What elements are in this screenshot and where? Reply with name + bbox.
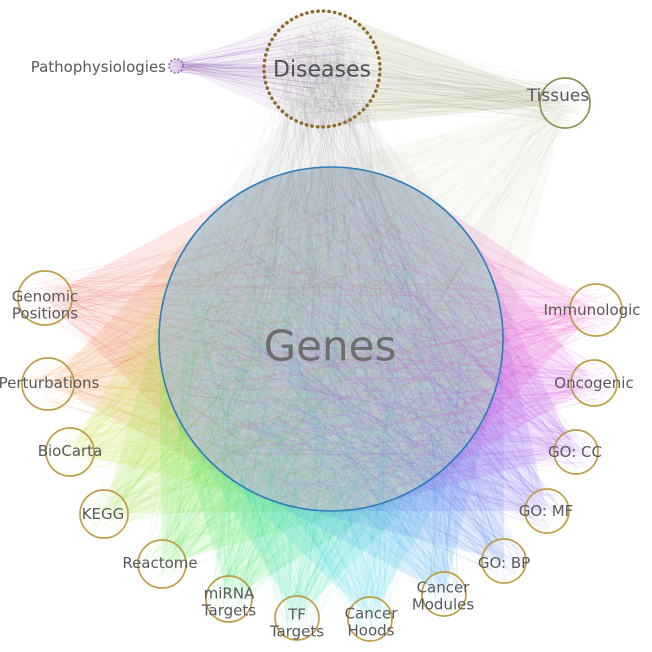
edge-cap xyxy=(288,338,504,561)
edge-cap xyxy=(210,423,481,619)
label-perturbations: Perturbations xyxy=(0,374,100,392)
node-oncogenic[interactable] xyxy=(570,359,618,407)
edge-cap xyxy=(183,427,454,618)
edge-perturbations-genes xyxy=(27,175,494,505)
node-genomic-positions[interactable] xyxy=(17,270,73,326)
node-go-bp[interactable] xyxy=(481,538,527,584)
edge-diseases-diseases xyxy=(267,14,374,122)
label-reactome: Reactome xyxy=(122,554,197,572)
edge-genomic-positions-genes xyxy=(25,179,491,491)
label-go-mf: GO: MF xyxy=(519,502,574,520)
node-pathophysiologies[interactable] xyxy=(168,58,184,74)
node-reactome[interactable] xyxy=(137,539,187,589)
label-oncogenic: Oncogenic xyxy=(554,374,633,392)
edge-immunologic-genes xyxy=(178,196,618,501)
label-genes: Genes xyxy=(264,322,397,371)
edge-cap xyxy=(375,264,576,506)
node-go-cc[interactable] xyxy=(553,429,599,475)
edge-wash xyxy=(264,11,565,127)
label-go-cc: GO: CC xyxy=(548,443,602,461)
edge-cap xyxy=(166,388,419,599)
label-kegg: KEGG xyxy=(82,505,125,523)
edge-cap xyxy=(159,341,377,564)
label-pathophysiologies: Pathophysiologies xyxy=(31,58,166,76)
label-immunologic: Immunologic xyxy=(543,301,640,319)
edge-diseases-genes xyxy=(169,20,496,501)
label-go-bp: GO: BP xyxy=(478,554,530,572)
edge-cap xyxy=(104,293,334,514)
edge-reactome-genes xyxy=(143,189,488,583)
edge-tf-targets-genes xyxy=(172,178,496,635)
node-tf-targets[interactable] xyxy=(274,595,320,641)
edge-pathophysiologies-diseases xyxy=(170,15,375,122)
edge-mirna-targets-genes xyxy=(166,179,485,617)
node-biocarta[interactable] xyxy=(45,427,95,477)
node-go-mf[interactable] xyxy=(524,488,570,534)
edge-cancer-modules-genes xyxy=(186,206,498,612)
edge-cap xyxy=(250,381,498,594)
node-immunologic[interactable] xyxy=(569,283,623,337)
edge-cap xyxy=(427,196,596,458)
edge-cap xyxy=(48,219,251,492)
genes-area xyxy=(159,167,503,511)
edge-cap xyxy=(176,15,301,122)
node-diseases[interactable] xyxy=(262,9,382,129)
edge-cap xyxy=(45,187,250,462)
edge-tissues-genes xyxy=(178,82,581,489)
edge-cap xyxy=(70,254,290,506)
edge-cap xyxy=(331,300,547,511)
edge-cap xyxy=(289,103,565,380)
edge-biocarta-genes xyxy=(50,176,479,506)
node-perturbations[interactable] xyxy=(21,357,75,411)
label-diseases: Diseases xyxy=(273,58,371,83)
label-biocarta: BioCarta xyxy=(38,442,103,460)
edge-pathophysiologies-tissues xyxy=(170,60,589,120)
edge-oncogenic-genes xyxy=(166,180,612,498)
edge-cap xyxy=(418,227,594,487)
node-kegg[interactable] xyxy=(79,489,129,539)
edge-go-cc-genes xyxy=(180,174,591,506)
node-mirna-targets[interactable] xyxy=(205,575,253,623)
node-cancer-hoods[interactable] xyxy=(347,596,393,642)
node-tissues[interactable] xyxy=(539,77,591,129)
edge-tissues-diseases xyxy=(264,11,585,127)
edge-cancer-hoods-genes xyxy=(174,183,494,637)
node-genes[interactable] xyxy=(158,166,504,512)
edge-kegg-genes xyxy=(86,182,489,533)
edge-go-mf-genes xyxy=(168,176,564,530)
label-tissues: Tissues xyxy=(526,86,590,106)
edge-go-bp-genes xyxy=(177,196,523,580)
edge-cap xyxy=(327,15,565,127)
node-cancer-modules[interactable] xyxy=(421,571,467,617)
